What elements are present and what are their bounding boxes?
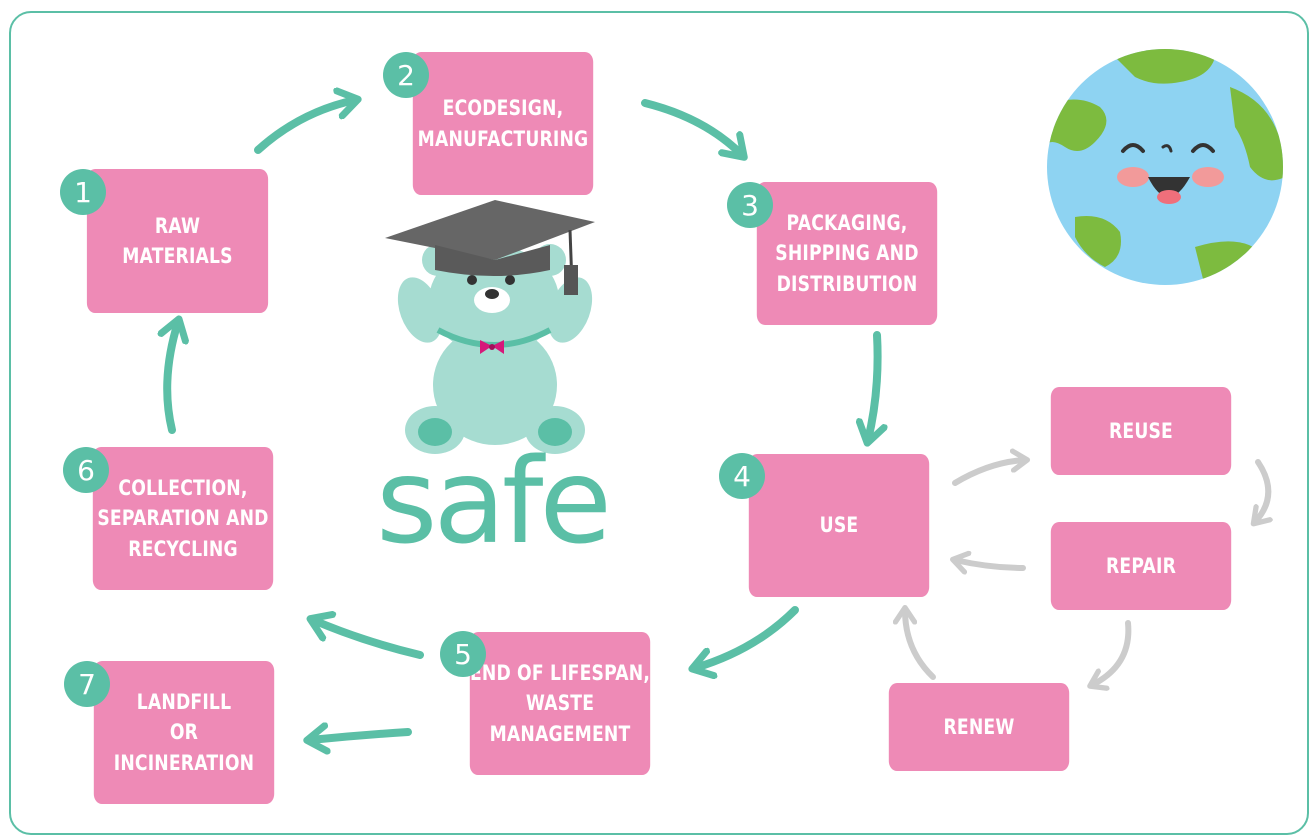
step-number-badge: 2 bbox=[383, 52, 429, 98]
step-number-badge: 5 bbox=[440, 631, 486, 677]
step-box-use: USE bbox=[748, 454, 930, 597]
arrow-3-to-4 bbox=[868, 331, 878, 440]
step-box-landfill: LANDFILL OR INCINERATION bbox=[93, 661, 275, 804]
step-label: RAW MATERIALS bbox=[122, 213, 233, 268]
step-number-badge: 3 bbox=[727, 182, 773, 228]
arrow-repair-to-use bbox=[955, 560, 1026, 568]
subloop-box-reuse: REUSE bbox=[1050, 387, 1232, 475]
arrow-use-to-reuse bbox=[952, 460, 1025, 486]
step-box-end-of-lifespan: END OF LIFESPAN, WASTE MANAGEMENT bbox=[469, 632, 651, 775]
step-box-collection: COLLECTION, SEPARATION AND RECYCLING bbox=[92, 447, 274, 590]
step-number-badge: 6 bbox=[63, 447, 109, 493]
arrow-reuse-to-repair bbox=[1255, 459, 1268, 522]
subloop-box-repair: REPAIR bbox=[1050, 522, 1232, 610]
step-label: ECODESIGN, MANUFACTURING bbox=[417, 96, 589, 151]
step-label: COLLECTION, SEPARATION AND RECYCLING bbox=[97, 475, 269, 561]
step-number-badge: 7 bbox=[64, 661, 110, 707]
step-number-badge: 4 bbox=[719, 453, 765, 499]
step-box-packaging: PACKAGING, SHIPPING AND DISTRIBUTION bbox=[756, 182, 938, 325]
step-label: LANDFILL OR INCINERATION bbox=[113, 689, 255, 775]
arrow-renew-to-use bbox=[905, 610, 936, 680]
step-label: USE bbox=[819, 513, 859, 538]
step-number-badge: 1 bbox=[60, 169, 106, 215]
arrow-5-to-7 bbox=[310, 732, 412, 740]
arrow-1-to-2 bbox=[254, 100, 355, 154]
arrow-4-to-5 bbox=[695, 606, 799, 668]
step-label: END OF LIFESPAN, WASTE MANAGEMENT bbox=[469, 660, 651, 746]
logo-text: safe bbox=[376, 432, 612, 570]
smiling-earth-illustration bbox=[1047, 49, 1283, 285]
arrow-2-to-3 bbox=[641, 99, 742, 155]
arrow-6-to-1 bbox=[167, 322, 178, 434]
arrow-5-to-6 bbox=[313, 620, 424, 659]
subloop-label: REPAIR bbox=[1105, 553, 1177, 578]
step-label: PACKAGING, SHIPPING AND DISTRIBUTION bbox=[775, 210, 919, 296]
subloop-label: RENEW bbox=[943, 714, 1015, 739]
step-box-raw-materials: RAW MATERIALS bbox=[86, 169, 269, 313]
subloop-label: REUSE bbox=[1108, 418, 1173, 443]
arrow-repair-to-renew bbox=[1092, 620, 1132, 685]
subloop-box-renew: RENEW bbox=[888, 683, 1070, 771]
step-box-ecodesign: ECODESIGN, MANUFACTURING bbox=[412, 52, 594, 195]
bear-mascot-illustration bbox=[385, 200, 595, 454]
